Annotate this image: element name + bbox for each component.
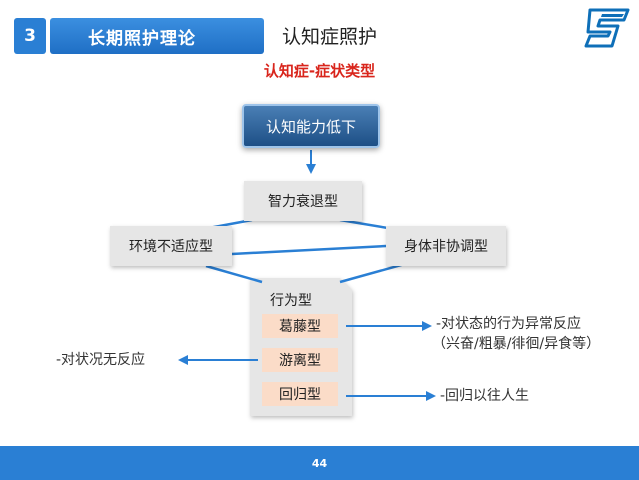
footer-bar: 44	[0, 446, 639, 480]
node-body-uncoordinated: 身体非协调型	[386, 226, 506, 266]
section-number: 3	[14, 18, 46, 54]
node-conflict: 葛藤型	[262, 314, 338, 338]
node-wander: 游离型	[262, 348, 338, 372]
section-title: 长期照护理论	[50, 18, 264, 54]
logo-icon	[584, 8, 630, 48]
behavior-card	[250, 278, 352, 416]
connector-env-behavior	[205, 264, 263, 284]
note-regress: -回归以往人生	[440, 388, 530, 404]
node-behavior-label: 行为型	[270, 293, 312, 309]
note-wander: -对状况无反应	[56, 352, 146, 368]
node-regress: 回归型	[262, 382, 338, 406]
node-intelligence-decline: 智力衰退型	[244, 181, 362, 221]
note-conflict-line2: （兴奋/粗暴/徘徊/异食等）	[432, 336, 601, 352]
node-cognitive-decline: 认知能力低下	[242, 104, 380, 148]
connector-cross	[231, 244, 387, 256]
node-environment-maladaptive: 环境不适应型	[110, 226, 232, 266]
slide-title: 认知症-症状类型	[263, 62, 376, 80]
page-number: 44	[311, 456, 328, 470]
section-subtitle: 认知症照护	[282, 26, 378, 48]
note-conflict-line1: -对状态的行为异常反应	[436, 316, 582, 332]
